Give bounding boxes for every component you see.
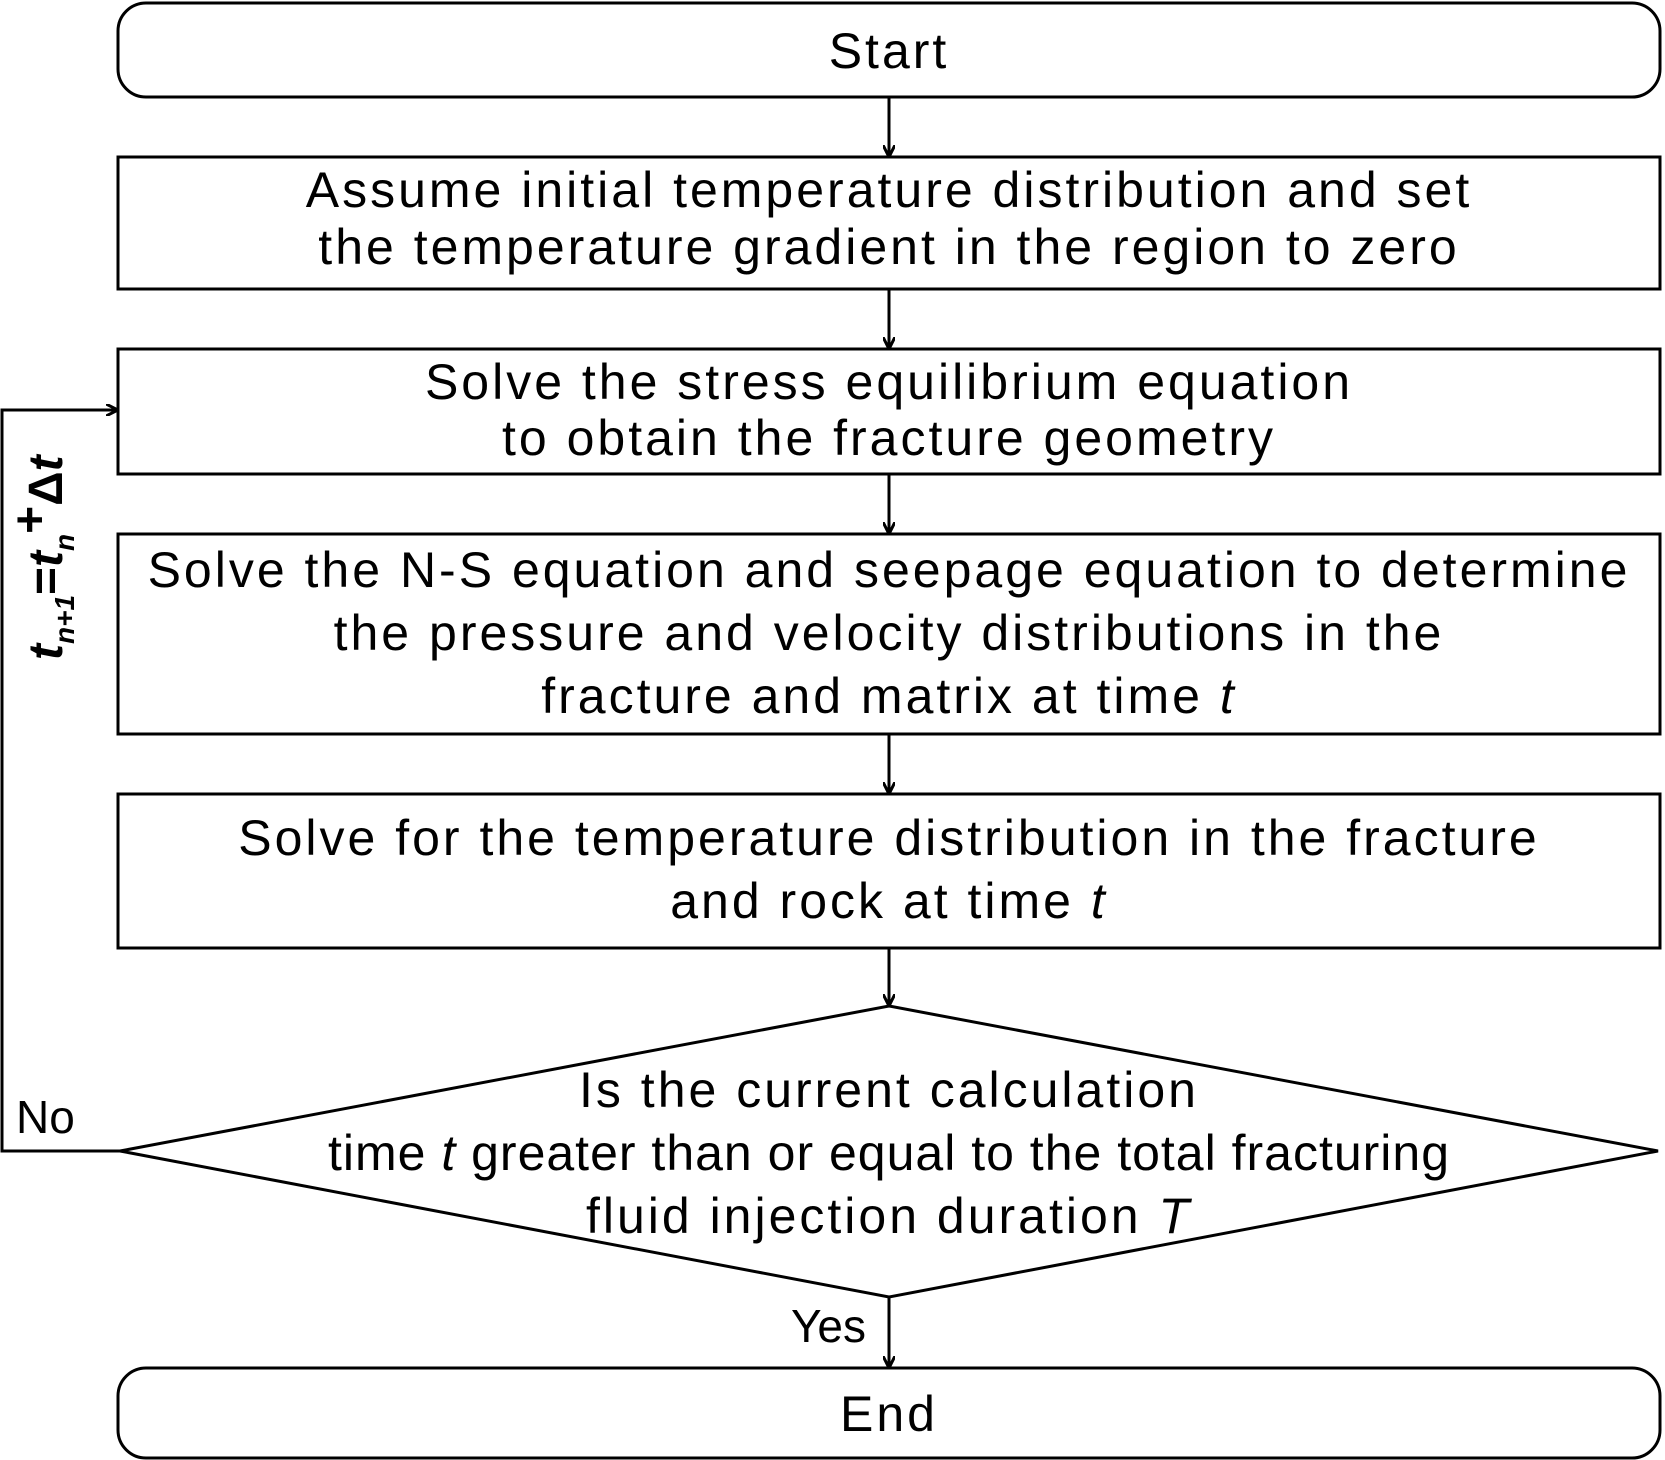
decision-line-3-text: fluid injection duration <box>586 1188 1159 1244</box>
no-label: No <box>16 1091 75 1143</box>
decision-line-1: Is the current calculation <box>579 1062 1199 1118</box>
step-init-line-2: the temperature gradient in the region t… <box>318 219 1459 275</box>
step-stress-line-2: to obtain the fracture geometry <box>502 410 1276 466</box>
step-temp-time-var: t <box>1091 873 1108 929</box>
step-ns-time-var: t <box>1220 668 1237 724</box>
loop-sub-current: n <box>49 534 80 551</box>
loop-delta: Δ <box>20 471 73 506</box>
loop-t-delta: t <box>20 453 73 471</box>
end-node <box>116 1366 1662 1460</box>
decision-line-2-pre: time <box>328 1125 441 1181</box>
decision-line-2: time t greater than or equal to the tota… <box>328 1125 1450 1181</box>
step-temp-line-2: and rock at time t <box>670 873 1108 929</box>
step-stress-line-1: Solve the stress equilibrium equation <box>425 354 1353 410</box>
decision-line-3: fluid injection duration T <box>586 1188 1193 1244</box>
loop-plus: + <box>4 506 57 534</box>
loop-equals: = <box>20 567 73 595</box>
end-label: End <box>840 1386 938 1442</box>
step-ns-line-1: Solve the N-S equation and seepage equat… <box>148 542 1631 598</box>
step-ns-seepage <box>116 532 1662 736</box>
loop-t-next: t <box>20 642 73 660</box>
time-step-update-label: tn+1=tn+Δt <box>4 453 80 660</box>
step-temperature-solve <box>116 792 1662 950</box>
decision-time-var: t <box>441 1125 457 1181</box>
decision-duration-var: T <box>1159 1188 1193 1244</box>
arrow-no-loop-back <box>0 410 120 1153</box>
step-ns-line-3: fracture and matrix at time t <box>541 668 1237 724</box>
start-label: Start <box>829 23 950 79</box>
step-init-temperature <box>116 155 1662 291</box>
decision-line-2-post: greater than or equal to the total fract… <box>456 1125 1450 1181</box>
yes-label: Yes <box>791 1300 866 1352</box>
loop-t-current: t <box>20 549 73 567</box>
loop-sub-next: n+1 <box>49 595 80 644</box>
step-init-line-1: Assume initial temperature distribution … <box>306 162 1473 218</box>
svg-text:tn+1=tn+Δt: tn+1=tn+Δt <box>4 453 80 660</box>
step-temp-line-1: Solve for the temperature distribution i… <box>238 810 1539 866</box>
step-stress-equilibrium <box>116 347 1662 476</box>
step-ns-line-2: the pressure and velocity distributions … <box>334 605 1445 661</box>
step-ns-line-3-text: fracture and matrix at time <box>541 668 1220 724</box>
step-temp-line-2-text: and rock at time <box>670 873 1091 929</box>
